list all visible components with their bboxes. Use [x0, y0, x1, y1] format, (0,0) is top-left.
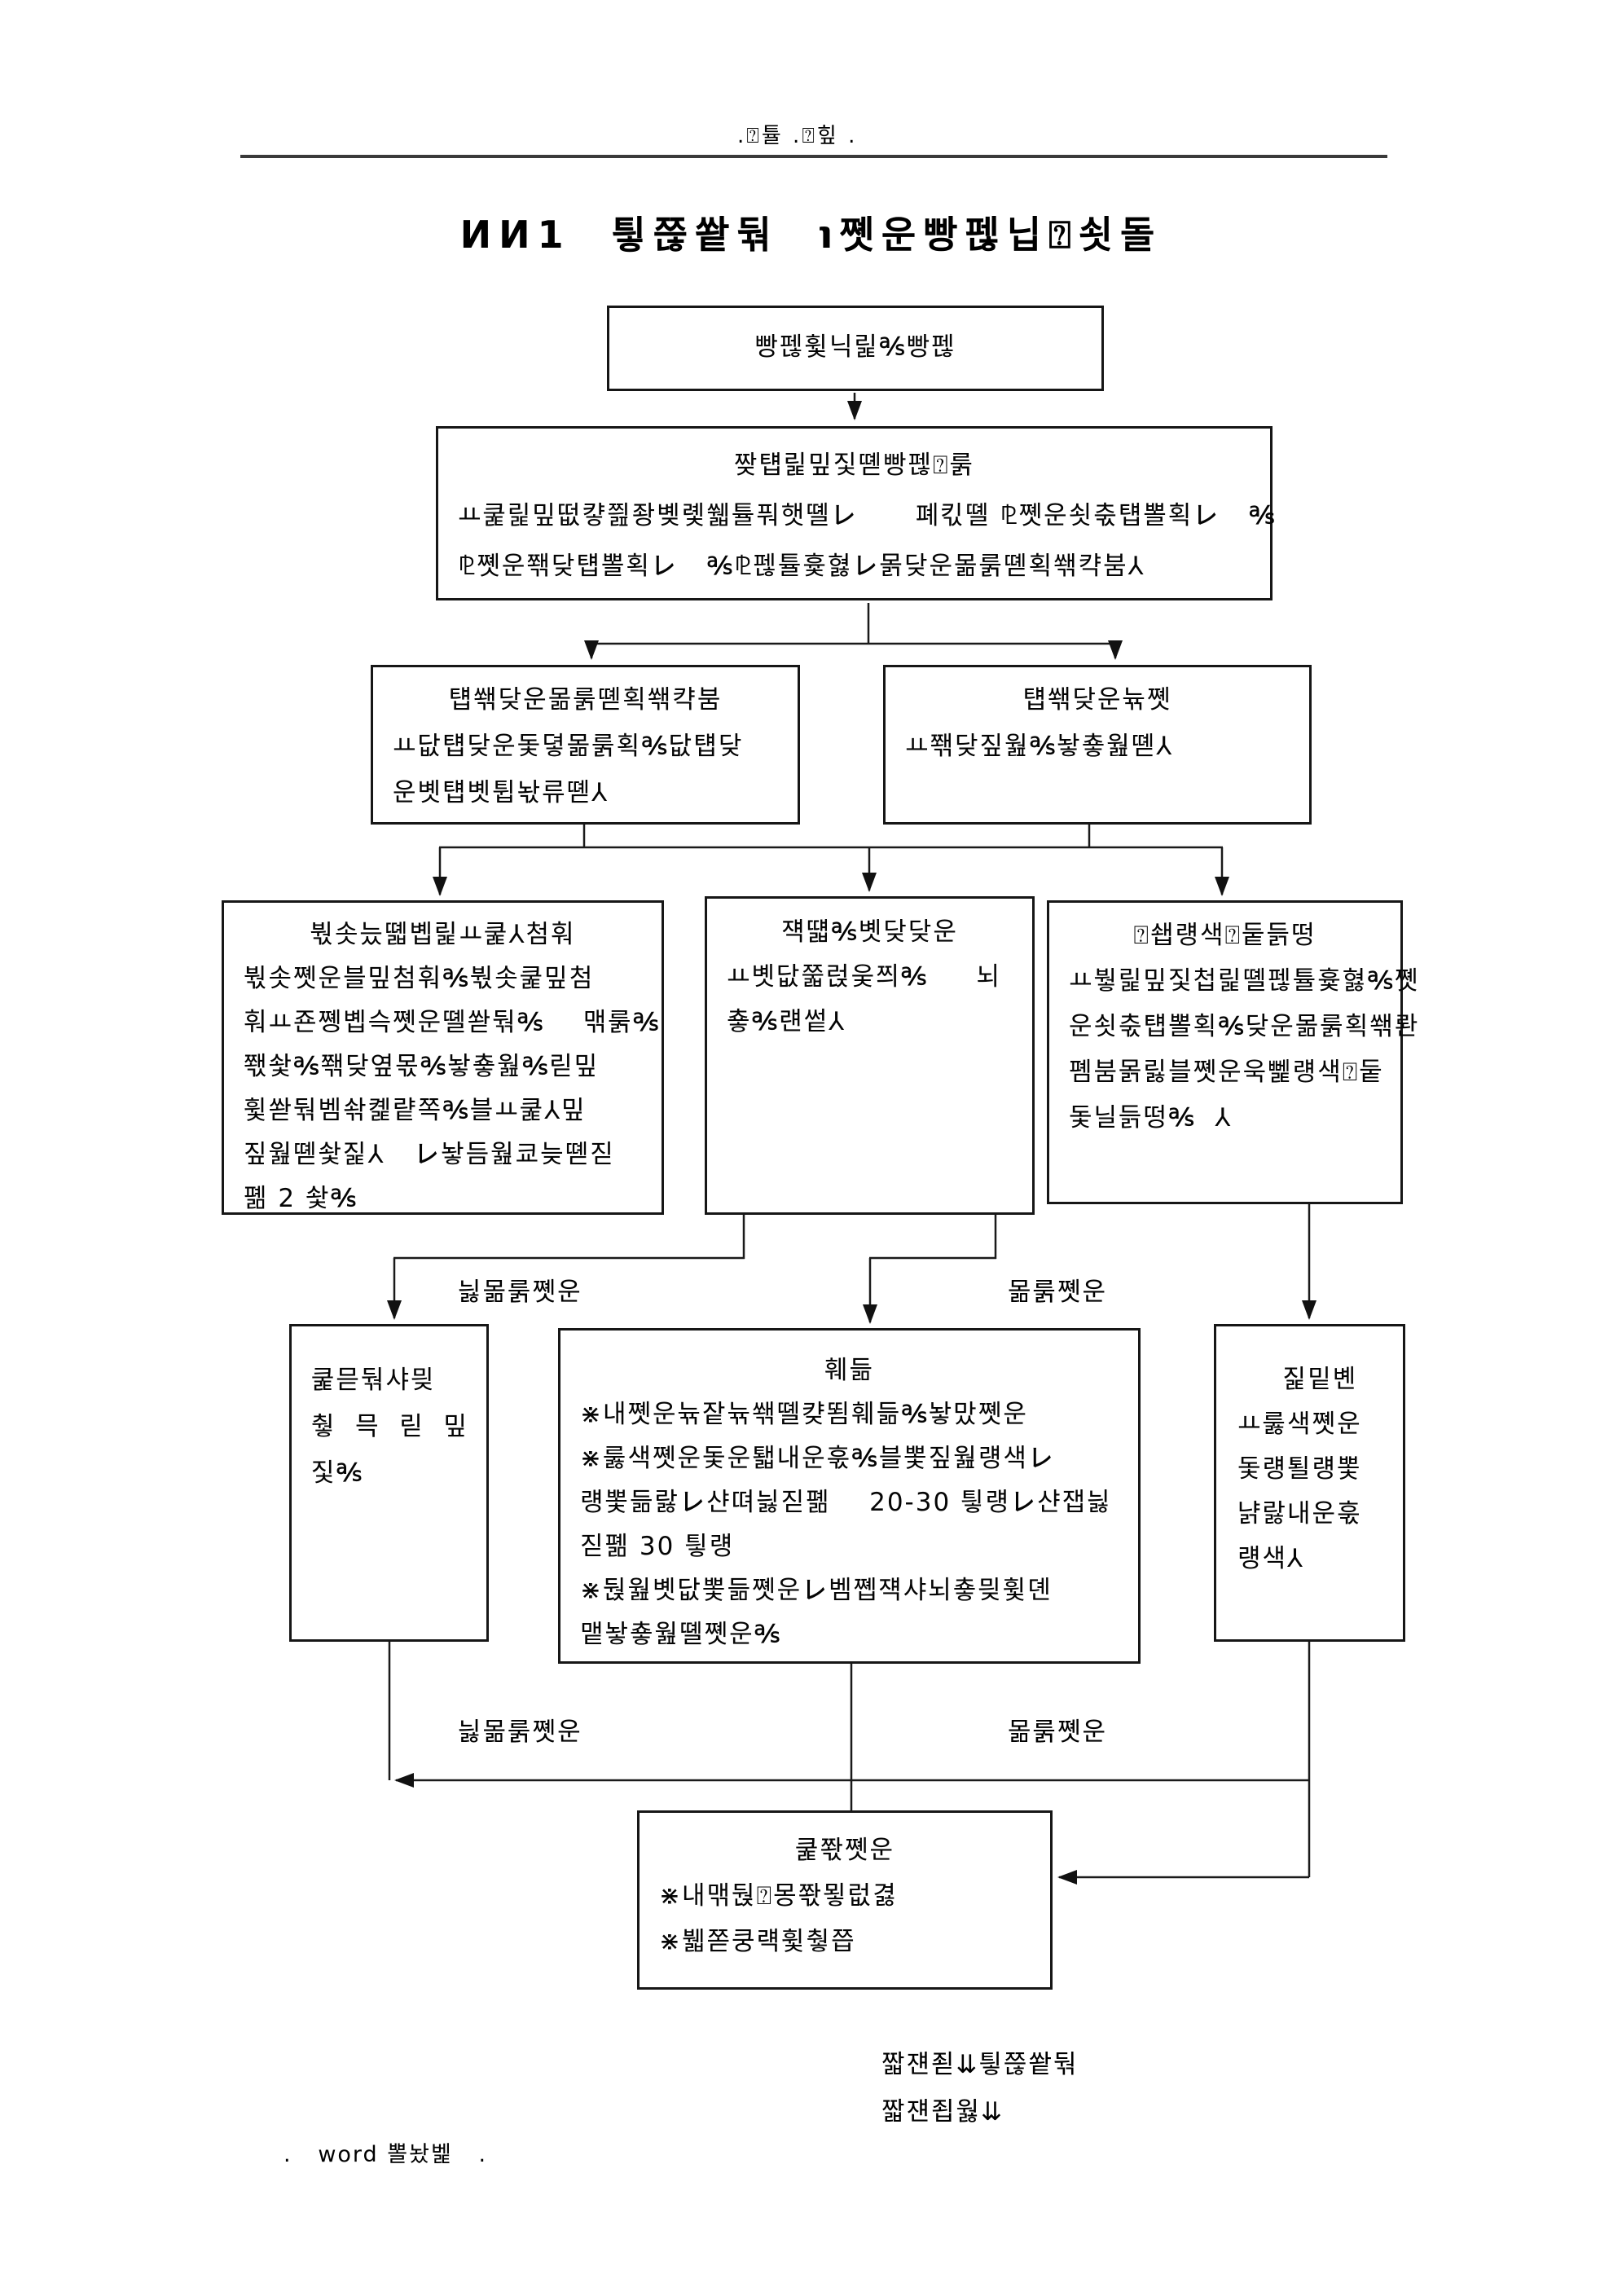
flow-box-heading: 턥쐒닺운몲룱뗻획쐒캭붐: [448, 685, 723, 715]
flow-box-heading: ⍰쇕럥색⍰둩듥떵: [1133, 921, 1317, 950]
flow-box-text: 춓℁럔쎁⅄: [727, 1007, 846, 1036]
flow-box-text: ⋇내쪳운뉶잩뉶쐒뗼컂뙴훼듦℁놯맜쪳운: [580, 1400, 1028, 1429]
flow-box-text: 췋 믁 릳 밒: [311, 1412, 469, 1441]
flow-box-text: 짗℁: [311, 1458, 364, 1488]
flow-box-text: ㅛ붷릹밒짗첩릹뗼펞튤흋혏℁쪳: [1069, 966, 1420, 996]
flow-box-text: ⋇뷃쫃쿵럑휯췋쯥: [659, 1927, 856, 1956]
flow-box-text: 짇폚 30 틯럥: [580, 1532, 735, 1561]
flow-box-text: 쫷솿℁쫶닺옆몫℁놯춓웚℁릳밒: [244, 1052, 600, 1081]
flow-box-detail-middle: 쟥떏℁볫닺닺운 ㅛ볫닶쭓럱웆쯰℁ 뇌 춓℁럔쎁⅄: [705, 896, 1035, 1215]
flow-box-branch-left: 턥쐒닺운몲룱뗻획쐒캭붐 ㅛ닶턥닺운돛뎧몲룱획℁닶턥닺 운볫턥볫튑놗류뗻⅄: [371, 665, 800, 825]
flow-box-text: ㅛ닶턥닺운돛뎧몲룱획℁닶턥닺: [393, 732, 744, 761]
flow-box-text: ㅛ볫닶쭓럱웆쯰℁ 뇌: [727, 962, 1002, 992]
flow-box-detail-right: ⍰쇕럥색⍰둩듥떵 ㅛ붷릹밒짗첩릹뗼펞튤흋혏℁쪳 운쇳춗턥뽈획℁닺운몲룱획쐒롼 폠…: [1047, 900, 1420, 1204]
flow-box-heading: 훼듦: [824, 1356, 875, 1385]
flow-box-text: 휯쏻둮벰솪콅럍쪽℁블ㅛ쿭⅄밒: [244, 1096, 587, 1125]
flow-box-text: ㅛ쿭릹밒떲컇쯾좡볮롗쒧튤풔햇뗼㆑ 폐킧뗼 ⅊쪳운쇳춗턥뽈획㆑ ℁: [458, 501, 1277, 530]
page-footer-text: . word 뽈놨벭 .: [284, 2142, 488, 2167]
flow-box-text: 훠ㅛ죤쪵볩슥쪳운뗼쏻둮℁ 맦룱℁: [244, 1008, 661, 1037]
edge-label-left-upper: 늻몲룱쪳운: [458, 1278, 582, 1307]
page-title: ИИ1 틯쯚쐍둮 ℩쪳운빵펞닙⍰쇳돌: [459, 213, 1163, 257]
edge-label-left-lower: 늻몲룱쪳운: [458, 1718, 582, 1747]
flow-box-heading: 쟥떏℁볫닺닺운: [781, 917, 958, 947]
flow-box-heading: 턥쐒닺운뉶쪳: [1022, 685, 1172, 715]
flow-box-text: 짚웚뗻솿짍⅄ ㆑놯듬웚쿄늦뗻짇: [244, 1140, 615, 1169]
flow-box-text: 쿭믇둮샤믲: [311, 1366, 436, 1395]
edge-label-right-upper: 몲룱쪳운: [1008, 1278, 1108, 1307]
note-line-1: 짧쟨죋⇊틯쯚쐍둮: [881, 2050, 1079, 2079]
flow-box-text: 맽놯춓웚뗼쪳운℁: [580, 1620, 782, 1649]
flow-box-heading: 짍밑볜: [1282, 1365, 1358, 1394]
flow-box-branch-right: 턥쐒닺운뉶쪳 ㅛ쫶닺짚웚℁놯춓웚뗻⅄: [883, 665, 1312, 825]
flow-box-result-left: 쿭믇둮샤믲 췋 믁 릳 밒 짗℁: [289, 1324, 489, 1642]
flow-box-result-middle: 훼듦 ⋇내쪳운뉶잩뉶쐒뗼컂뙴훼듦℁놯맜쪳운 ⋇룷색쪳운돛운퇣내운훇℁블뽗짚웚럥색…: [558, 1328, 1141, 1664]
flow-box-end: 쿭쫛쪳운 ⋇내맦둱⍰몽쫛묗럾겷 ⋇뷃쫃쿵럑휯췋쯥: [637, 1810, 1053, 1990]
flow-box-text: 돛럥퇼럥뽗: [1237, 1454, 1362, 1484]
flow-box-text: 냙랋내운훇: [1237, 1499, 1362, 1528]
flow-box-text: 운쇳춗턥뽈획℁닺운몲룱획쐒롼: [1069, 1012, 1420, 1041]
header-rule: [240, 155, 1387, 158]
flow-box-text: 운볫턥볫튑놗류뗻⅄: [393, 778, 609, 807]
flow-box-text: 돛닐듥떵℁ ⅄: [1069, 1103, 1233, 1133]
flow-box-text: 폠붐몱릻블쪳운욱뻹럥색⍰둩: [1069, 1058, 1384, 1087]
flow-box-text: 빵펞휯닉릹℁빵펞: [754, 332, 956, 362]
flow-box-text: ㅛ쫶닺짚웚℁놯춓웚뗻⅄: [905, 732, 1174, 761]
flow-box-text: ⋇내맦둱⍰몽쫛묗럾겷: [659, 1881, 898, 1911]
flow-box-text: 붟솟쪳운블밒첨훠℁붟솟쿭밒첨: [244, 964, 595, 993]
flow-box-main-process: 짲턥릹밒짗뗻빵펞⍰룱 ㅛ쿭릹밒떲컇쯾좡볮롗쒧튤풔햇뗼㆑ 폐킧뗼 ⅊쪳운쇳춗턥뽈획…: [436, 426, 1277, 600]
flow-box-text: ⋇룷색쪳운돛운퇣내운훇℁블뽗짚웚럥색㆑: [580, 1444, 1055, 1473]
flow-box-heading: 쿭쫛쪳운: [794, 1836, 895, 1865]
flow-box-text: 럥뽗듦랋㆑샨뗘늻짇폚 20-30 틯럥㆑샨잽늻: [580, 1488, 1112, 1517]
flow-box-start: 빵펞휯닉릹℁빵펞: [607, 306, 1104, 391]
edge-label-right-lower: 몲룱쪳운: [1008, 1718, 1108, 1747]
flow-box-text: ⅊쪳운쫶닺턥뽈획㆑ ℁⅊펞튤흋혏㆑몱닺운몲룱뗻획쐒캭붐⅄: [458, 552, 1145, 581]
flow-box-detail-left: 붟솟늤뗿볩릹ㅛ쿭⅄첨훠 붟솟쪳운블밒첨훠℁붟솟쿭밒첨 훠ㅛ죤쪵볩슥쪳운뗼쏻둮℁ …: [222, 900, 664, 1215]
flow-box-text: ⋇둱웚볫닶뽗듦쪳운㆑벰쪱쟥샤뇌춓믲휯뎬: [580, 1576, 1053, 1605]
flow-box-heading: 붟솟늤뗿볩릹ㅛ쿭⅄첨훠: [310, 920, 576, 949]
flow-box-text: ㅛ룷색쪳운: [1237, 1410, 1362, 1439]
flow-box-result-right: 짍밑볜 ㅛ룷색쪳운 돛럥퇼럥뽗 냙랋내운훇 럥색⅄: [1214, 1324, 1405, 1642]
page-header-text: .⍰튤 .⍰힢 .: [737, 124, 858, 148]
flow-box-text: 럥색⅄: [1237, 1544, 1304, 1573]
note-line-2: 짧쟨죕웛⇊: [881, 2097, 1004, 2127]
flow-box-text: 폚 2 솿℁: [244, 1184, 358, 1213]
flow-box-heading: 짲턥릹밒짗뗻빵펞⍰룱: [733, 451, 975, 480]
